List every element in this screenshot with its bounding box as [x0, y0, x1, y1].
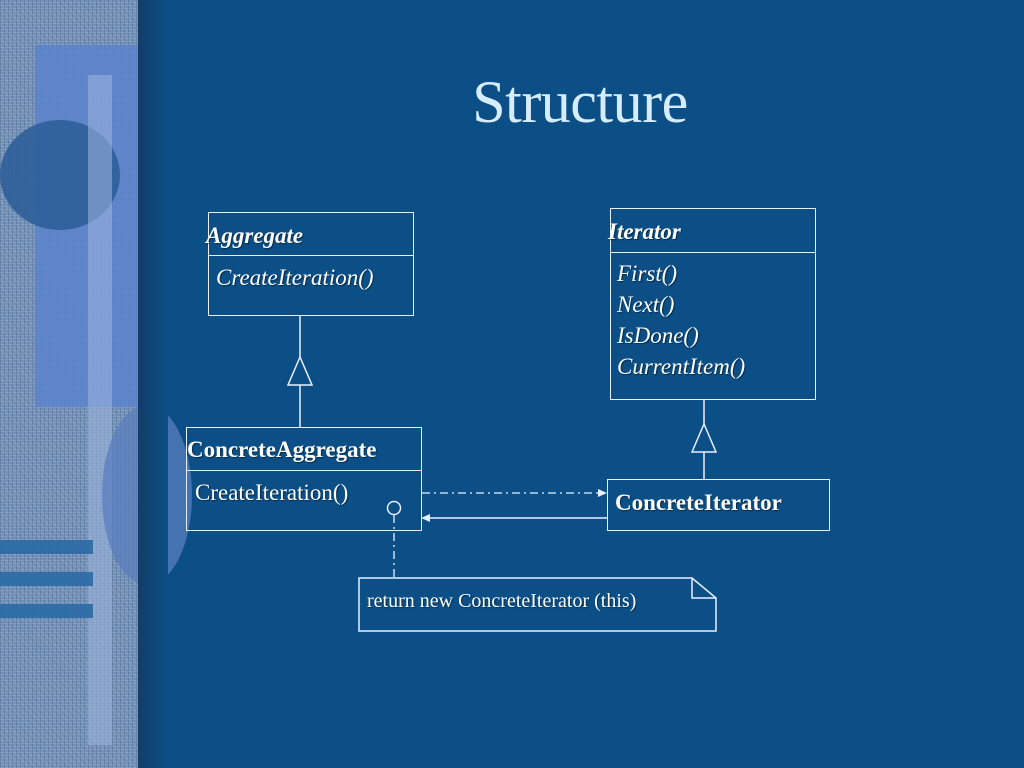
generalization-arrow-iterator — [690, 422, 718, 453]
iterator-operation-first: First() — [617, 261, 678, 286]
iterator-class-box — [610, 208, 816, 400]
concrete-aggregate-class-name: ConcreteAggregate — [187, 437, 377, 462]
slide-title: Structure — [472, 69, 688, 135]
iterator-operation-currentitem: CurrentItem() — [617, 354, 746, 379]
dependency-arrowhead — [598, 489, 607, 497]
note-box — [358, 577, 717, 632]
note-text: return new ConcreteIterator (this) — [367, 590, 637, 612]
aggregate-separator — [209, 255, 413, 256]
aggregate-operation: CreateIteration() — [216, 265, 374, 290]
left-decor-shadow — [138, 0, 168, 768]
decor-vertical-bar — [88, 75, 112, 745]
decor-horizontal-bar — [0, 572, 93, 586]
note-fold-corner — [691, 578, 716, 599]
note-anchor-circle — [386, 500, 402, 516]
decor-horizontal-bar — [0, 540, 93, 554]
generalization-arrow-aggregate — [286, 355, 314, 386]
iterator-class-name: Iterator — [608, 219, 681, 244]
concrete-iterator-class-name: ConcreteIterator — [615, 490, 782, 515]
iterator-operation-next: Next() — [617, 292, 675, 317]
decor-horizontal-bar — [0, 604, 93, 618]
aggregate-class-box — [208, 212, 414, 316]
concrete-iterator-class-box — [607, 479, 830, 531]
concrete-aggregate-class-box — [186, 427, 422, 531]
aggregate-class-name: Aggregate — [206, 223, 304, 248]
association-arrowhead — [421, 514, 430, 522]
iterator-operation-isdone: IsDone() — [617, 323, 699, 348]
concrete-aggregate-operation: CreateIteration() — [195, 480, 349, 505]
concrete-aggregate-separator — [187, 470, 421, 471]
iterator-separator — [611, 252, 815, 253]
